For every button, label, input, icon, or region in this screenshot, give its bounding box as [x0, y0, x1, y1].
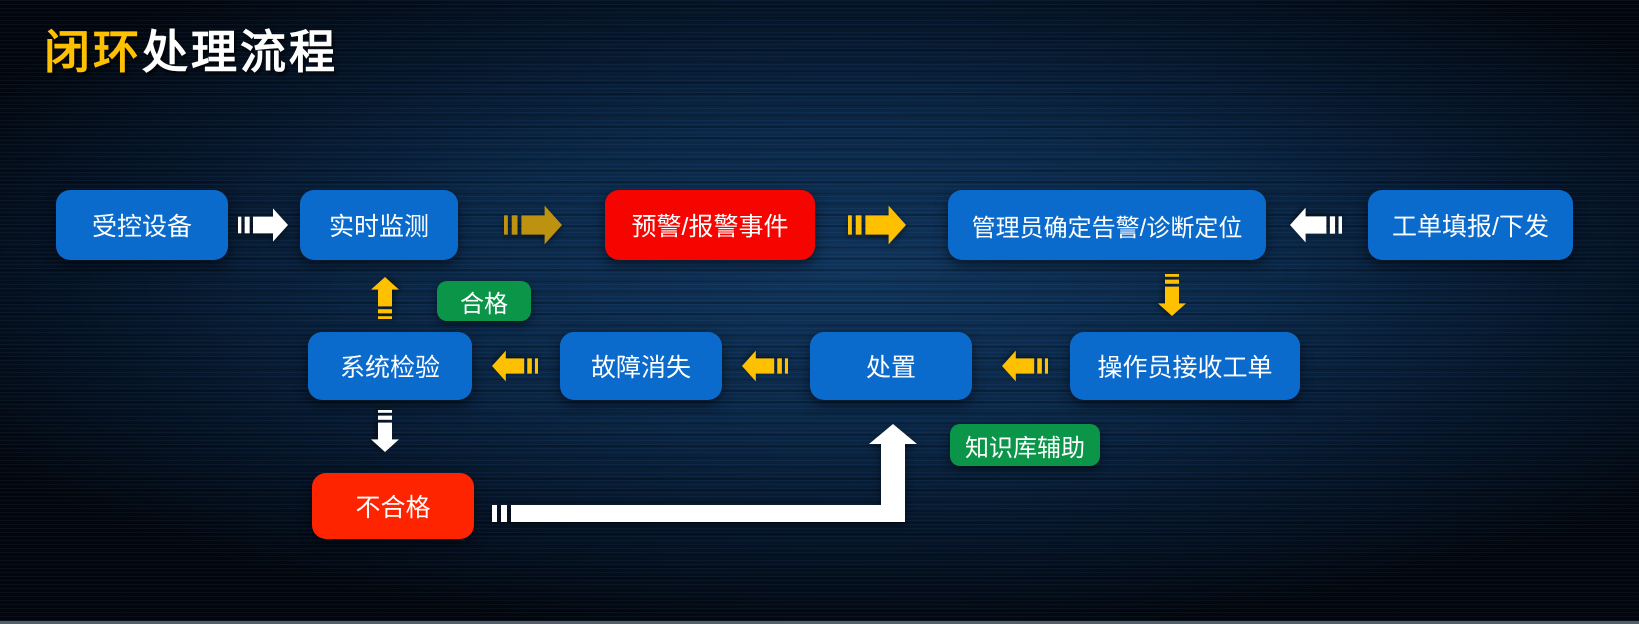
title-rest: 处理流程 [142, 26, 338, 78]
arrow-unqualified-to-handle-icon [492, 418, 922, 528]
arrow-check-to-unqualified-icon [364, 404, 406, 458]
page-title: 闭环处理流程 [44, 16, 338, 82]
arrow-fault-to-check-icon [492, 346, 538, 386]
arrow-ticket-to-admin-icon [1290, 203, 1342, 247]
node-admin-confirm: 管理员确定告警/诊断定位 [948, 190, 1266, 260]
node-operator-receive: 操作员接收工单 [1070, 332, 1300, 400]
arrow-alarm-to-admin-icon [848, 203, 906, 247]
label-qualified: 合格 [437, 281, 531, 321]
arrow-device-to-monitor-icon [238, 203, 288, 247]
bottom-edge-line [0, 621, 1639, 624]
node-unqualified: 不合格 [312, 473, 474, 539]
node-realtime-monitor: 实时监测 [300, 190, 458, 260]
node-handle: 处置 [810, 332, 972, 400]
arrow-admin-to-operator-icon [1151, 268, 1193, 322]
arrow-monitor-to-alarm-icon [504, 203, 562, 247]
label-kb-assist: 知识库辅助 [950, 424, 1100, 466]
arrow-handle-to-fault-icon [742, 346, 788, 386]
node-system-check: 系统检验 [308, 332, 472, 400]
node-controlled-device: 受控设备 [56, 190, 228, 260]
title-highlight: 闭环 [44, 26, 142, 78]
node-alarm-event: 预警/报警事件 [605, 190, 815, 260]
node-ticket-submit: 工单填报/下发 [1368, 190, 1573, 260]
arrow-check-to-monitor-icon [364, 272, 406, 324]
node-fault-clear: 故障消失 [560, 332, 722, 400]
arrow-operator-to-handle-icon [1002, 346, 1048, 386]
